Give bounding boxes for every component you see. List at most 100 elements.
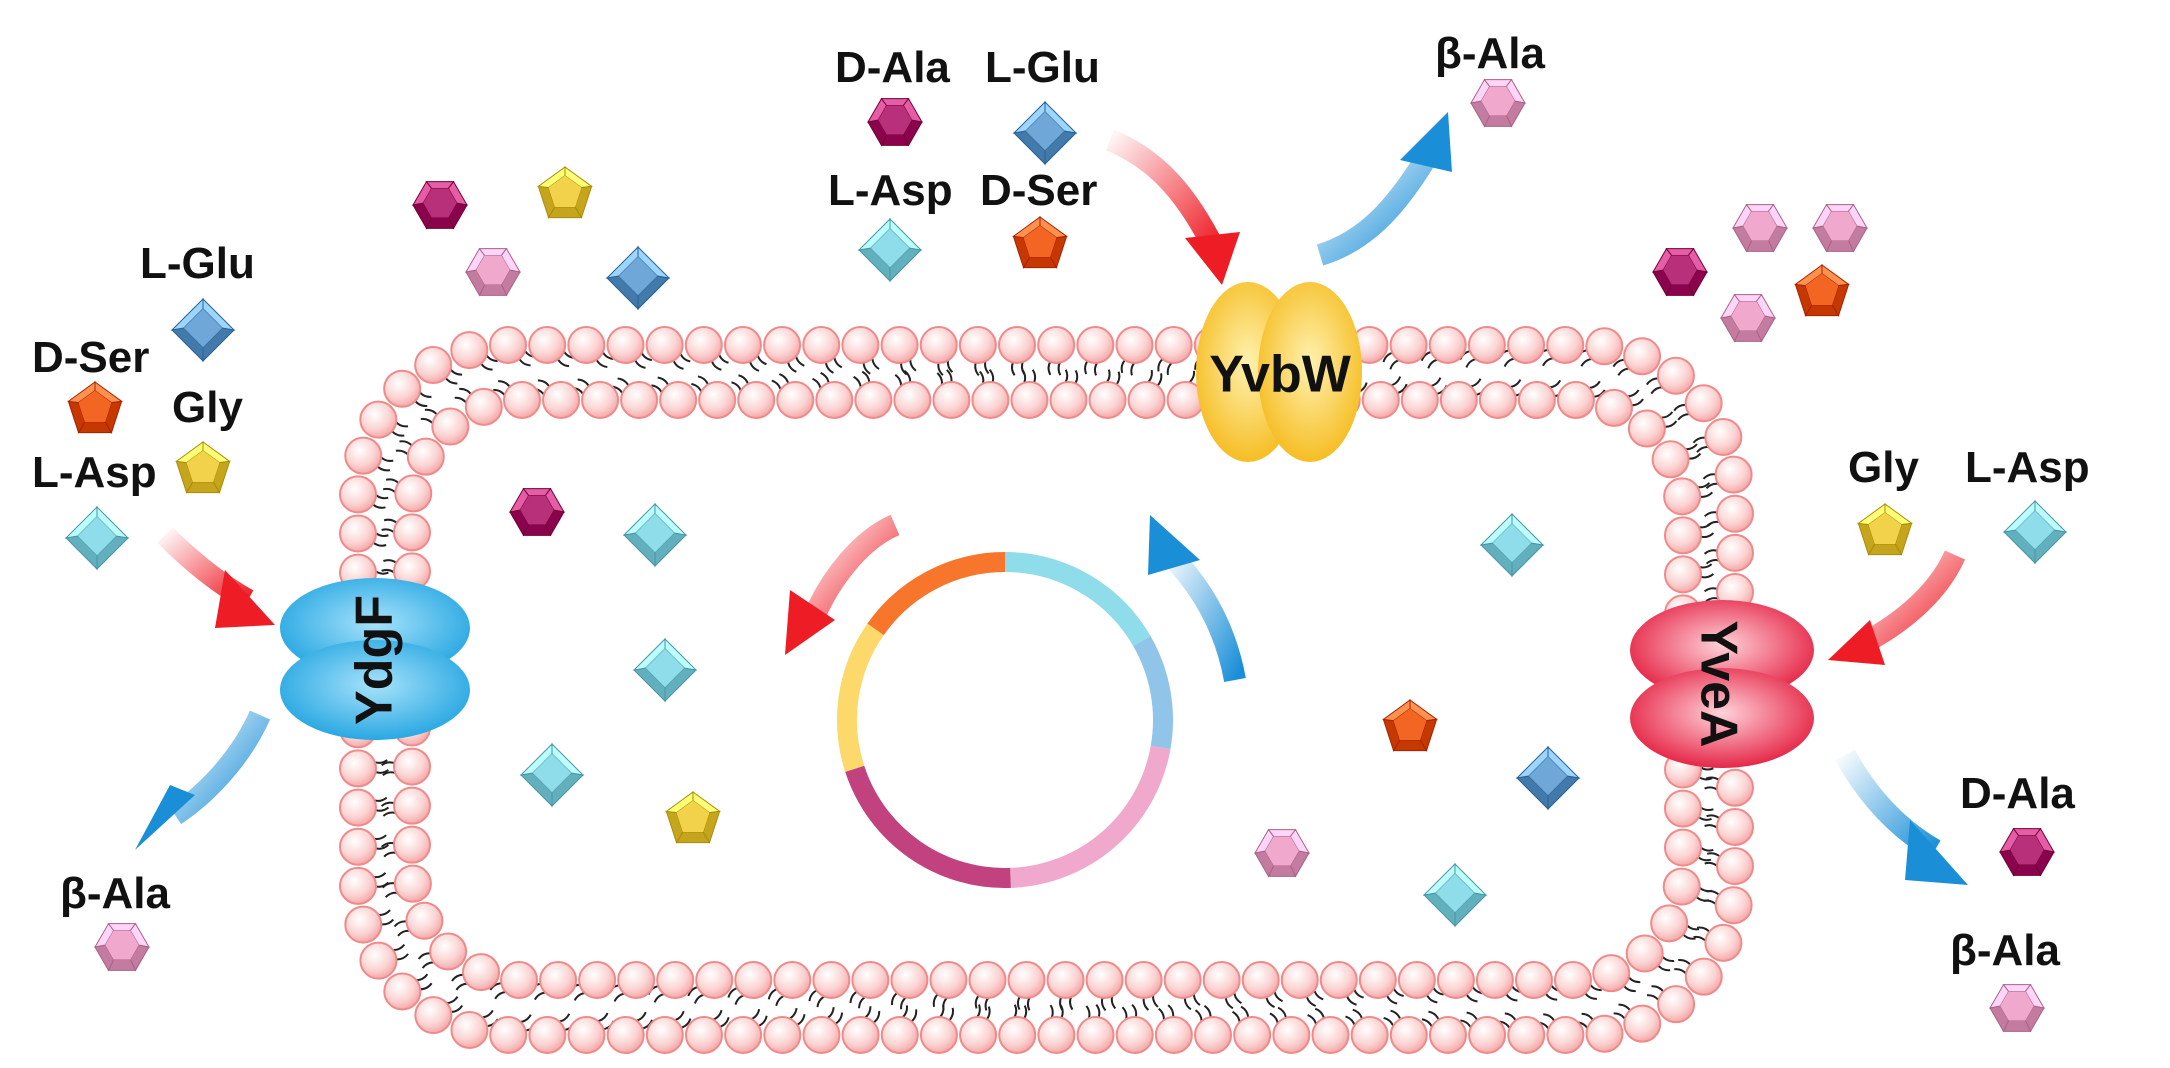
lipid-head [429, 932, 468, 971]
lipid-head [1233, 1016, 1272, 1054]
molecule-face [1492, 523, 1532, 563]
molecule-face [1481, 86, 1515, 116]
lipid-head [1657, 985, 1696, 1024]
d-ala-molecule [1999, 827, 2055, 877]
lipid-head [1651, 440, 1690, 479]
label-top-dser: D-Ser [980, 166, 1097, 215]
lipid-head [339, 475, 378, 514]
lipid-head [393, 786, 431, 825]
lipid-head [659, 381, 698, 419]
lipid-head [528, 1016, 567, 1054]
lipid-head [620, 381, 659, 419]
label-top-lglu: L-Glu [985, 43, 1100, 92]
lipid-head [1714, 455, 1753, 494]
lipid-head [1436, 961, 1475, 999]
beta-ala-molecule [94, 922, 150, 972]
cell-membrane [339, 326, 1754, 1054]
molecule-face [1025, 111, 1065, 151]
molecule-face [676, 800, 710, 833]
lipid-head [1684, 384, 1723, 423]
label-right-dala: D-Ala [1960, 769, 2075, 818]
lipid-head [645, 1016, 684, 1054]
lipid-head [841, 1016, 880, 1054]
molecule-face [878, 105, 912, 135]
lipid-head [1594, 388, 1633, 427]
lipid-head [1154, 326, 1193, 364]
molecule-face [476, 255, 510, 285]
lipid-head [500, 960, 539, 999]
lipid-head [1007, 961, 1046, 999]
molecule-face [532, 753, 572, 793]
lipid-head [1202, 961, 1241, 999]
lipid-head [1389, 326, 1428, 364]
lipid-head [450, 331, 489, 370]
lipid-head [919, 326, 958, 364]
lipid-head [1684, 957, 1723, 996]
lipid-head [1517, 381, 1556, 419]
lipid-head [581, 381, 620, 419]
lipid-head [1475, 961, 1514, 999]
lipid-head [503, 381, 541, 419]
yvbw-label: YvbW [1209, 346, 1351, 404]
lipid-head [1361, 381, 1400, 419]
molecule-face [2015, 510, 2055, 550]
molecule-face [78, 390, 112, 423]
plasmid-ring [837, 552, 1173, 888]
lipid-head [851, 961, 890, 999]
lipid-head [812, 961, 851, 999]
lipid-head [1154, 1016, 1193, 1054]
lipid-head [1585, 327, 1624, 366]
lipid-head [1663, 477, 1702, 516]
molecule-face [635, 513, 675, 553]
gly-molecule [665, 791, 721, 844]
lipid-head [1428, 1016, 1467, 1054]
lipid-head [528, 326, 567, 364]
beta-ala-molecule [1989, 983, 2045, 1033]
l-asp-molecule [622, 502, 688, 568]
d-ala-molecule [1652, 247, 1708, 297]
lipid-head [698, 381, 737, 419]
molecule-face [1023, 225, 1057, 258]
lipid-head [1716, 494, 1754, 533]
lipid-head [645, 326, 684, 364]
lipid-head [1272, 1016, 1311, 1054]
lipid-head [431, 407, 470, 446]
import-arrow-top [1105, 129, 1240, 285]
l-asp-molecule [2002, 499, 2068, 565]
l-asp-molecule [1422, 862, 1488, 928]
lipid-head [1468, 1016, 1507, 1054]
ydgf-transporter: YdgF [280, 578, 470, 740]
lipid-head [1716, 533, 1754, 572]
lipid-head [339, 749, 377, 788]
molecule-face [870, 228, 910, 268]
lipid-head [406, 437, 445, 476]
lipid-head [998, 326, 1037, 364]
lipid-head [1280, 961, 1319, 999]
lipid-head [383, 972, 422, 1011]
lipid-head [734, 961, 773, 999]
l-glu-molecule [1515, 745, 1581, 811]
lipid-head [1546, 326, 1585, 364]
lipid-head [1478, 381, 1517, 419]
lipid-head [489, 1016, 528, 1054]
lipid-head [1428, 326, 1467, 364]
lipid-head [684, 326, 723, 364]
lipid-head [1664, 828, 1702, 867]
lipid-head [656, 961, 695, 999]
lipid-head [1554, 961, 1592, 999]
lipid-head [893, 381, 932, 419]
lipid-head [1115, 326, 1154, 364]
molecule-face [2010, 835, 2044, 865]
molecule-face [645, 648, 685, 688]
molecule-face [77, 516, 117, 556]
export-arrow-right [1835, 749, 1968, 885]
lipid-head [383, 369, 422, 408]
lipid-head [606, 326, 645, 364]
molecule-face [548, 175, 582, 208]
lipid-head [1076, 326, 1115, 364]
import-arrow-right [1828, 550, 1966, 665]
molecule-face [1823, 211, 1857, 241]
label-left-lasp: L-Asp [32, 448, 157, 497]
lipid-head [1088, 381, 1127, 419]
lipid-head [1400, 381, 1439, 419]
